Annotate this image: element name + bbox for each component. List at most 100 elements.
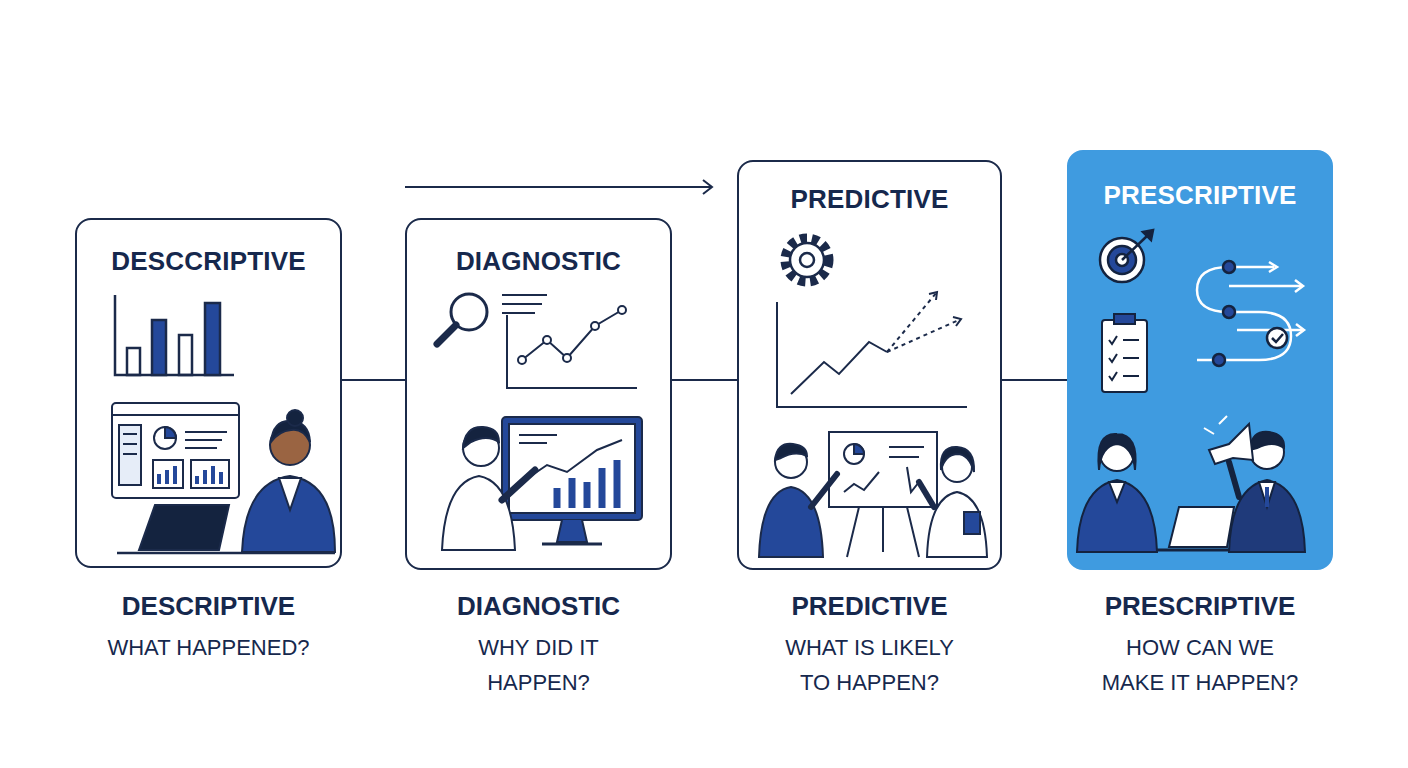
laptop-part [117, 552, 335, 555]
path-icon-part [1269, 262, 1277, 272]
analyst-figure-part [242, 476, 335, 552]
target-icon-part [1143, 230, 1153, 240]
path-icon-part [1295, 280, 1303, 292]
presenter-figure-part [759, 487, 823, 557]
stage-connector [672, 379, 737, 381]
stage-caption: PRESCRIPTIVE HOW CAN WE MAKE IT HAPPEN? [1050, 590, 1350, 700]
trend-chart-part [522, 310, 622, 360]
leader-figure [1204, 416, 1305, 552]
colleague-figure [919, 447, 987, 557]
gear-icon-part [790, 243, 824, 277]
stage-card: PRESCRIPTIVEPRESCRIPTIVEHOW CAN WE MAKE … [1067, 150, 1333, 570]
dashboard-part [185, 432, 227, 448]
forecast-chart-part [887, 319, 961, 352]
magnifier-part [437, 325, 456, 344]
stage-card: PREDICTIVEPREDICTIVEWHAT IS LIKELY TO HA… [737, 160, 1002, 570]
stage-caption: DESCRIPTIVE WHAT HAPPENED? [59, 590, 359, 665]
monitor-part [542, 543, 602, 546]
leader-figure-part [1204, 416, 1227, 434]
bar-chart-part [127, 348, 140, 375]
leader-figure-part [1259, 482, 1275, 507]
stage-name: PREDICTIVE [720, 590, 1020, 622]
clipboard-icon-part [1123, 340, 1139, 376]
team-member-figure-part [1077, 480, 1157, 552]
monitor [502, 417, 642, 544]
easel-part [844, 444, 864, 464]
stage-question: WHAT HAPPENED? [79, 630, 339, 665]
monitor-part [522, 440, 622, 482]
clipboard-icon-part [1102, 320, 1147, 392]
leader-figure-part [1265, 487, 1269, 507]
laptop-part [1169, 507, 1234, 547]
trend-chart-part [591, 322, 599, 330]
prescriptive-illustration [1069, 152, 1335, 572]
stage-caption: PREDICTIVE WHAT IS LIKELY TO HAPPEN? [720, 590, 1020, 700]
stage-question: WHAT IS LIKELY TO HAPPEN? [770, 630, 970, 700]
easel-part [847, 507, 919, 557]
forecast-chart-part [887, 292, 937, 352]
stage-question: HOW CAN WE MAKE IT HAPPEN? [1095, 630, 1305, 700]
monitor-part [519, 435, 557, 443]
colleague-figure-part [964, 512, 980, 534]
leader-figure-part [1250, 432, 1284, 450]
forecast-chart-part [791, 342, 887, 394]
progress-arrow-head [703, 180, 712, 194]
easel-part [844, 472, 879, 492]
dashboard-part [112, 414, 239, 416]
path-icon-part [1213, 354, 1225, 366]
analyst-figure-part [502, 470, 535, 500]
clipboard-icon-part [1114, 314, 1135, 324]
dashboard-part [123, 434, 137, 454]
monitor-part [557, 520, 587, 542]
predictive-illustration [739, 162, 1004, 572]
stage-card: DESCCRIPTIVEDESCRIPTIVEWHAT HAPPENED? [75, 218, 342, 568]
stage-question: WHY DID IT HAPPEN? [464, 630, 614, 700]
path-icon-part [1223, 261, 1235, 273]
trend-chart-part [543, 336, 551, 344]
card-heading: DIAGNOSTIC [407, 220, 670, 276]
leader-figure-part [1229, 480, 1305, 552]
presenter-figure-part [811, 474, 837, 507]
team-member-figure-part [1109, 482, 1125, 502]
path-icon-part [1223, 306, 1235, 318]
stage-connector [1002, 379, 1067, 381]
easel-part [854, 444, 864, 454]
path-icon [1197, 261, 1304, 366]
dashboard-part [165, 427, 176, 438]
colleague-figure-part [941, 447, 974, 472]
target-icon [1100, 230, 1153, 282]
bar-chart-part [152, 320, 166, 375]
gear-icon-part [785, 238, 829, 282]
stage-name: PRESCRIPTIVE [1050, 590, 1350, 622]
card-heading: PRESCRIPTIVE [1069, 152, 1331, 210]
bar-chart-part [115, 295, 234, 375]
clipboard-icon-part [1109, 336, 1117, 380]
card-heading: PREDICTIVE [739, 162, 1000, 214]
gear-icon-part [800, 253, 814, 267]
stage-name: DIAGNOSTIC [389, 590, 689, 622]
dashboard [112, 403, 239, 498]
path-icon-part [1267, 328, 1287, 348]
trend-chart-part [518, 356, 526, 364]
stage-card: DIAGNOSTICDIAGNOSTICWHY DID IT HAPPEN? [405, 218, 672, 570]
analyst-figure-part [463, 427, 499, 448]
monitor-part [509, 424, 635, 513]
dashboard-part [119, 425, 141, 485]
trend-chart-part [618, 306, 626, 314]
laptop [117, 505, 335, 553]
card-heading: DESCCRIPTIVE [77, 220, 340, 276]
path-icon-part [1197, 267, 1291, 360]
path-icon-part [1296, 324, 1304, 336]
trend-chart [502, 295, 637, 388]
analyst-figure [442, 427, 535, 550]
team-member-figure [1077, 434, 1157, 552]
forecast-chart [777, 292, 967, 407]
stage-name: DESCRIPTIVE [59, 590, 359, 622]
magnifier [437, 294, 487, 344]
path-icon-part [1272, 334, 1283, 342]
presenter-figure [759, 444, 837, 557]
presenter-figure-part [775, 444, 807, 460]
leader-figure-part [1229, 462, 1239, 497]
dashboard-part [159, 466, 221, 484]
